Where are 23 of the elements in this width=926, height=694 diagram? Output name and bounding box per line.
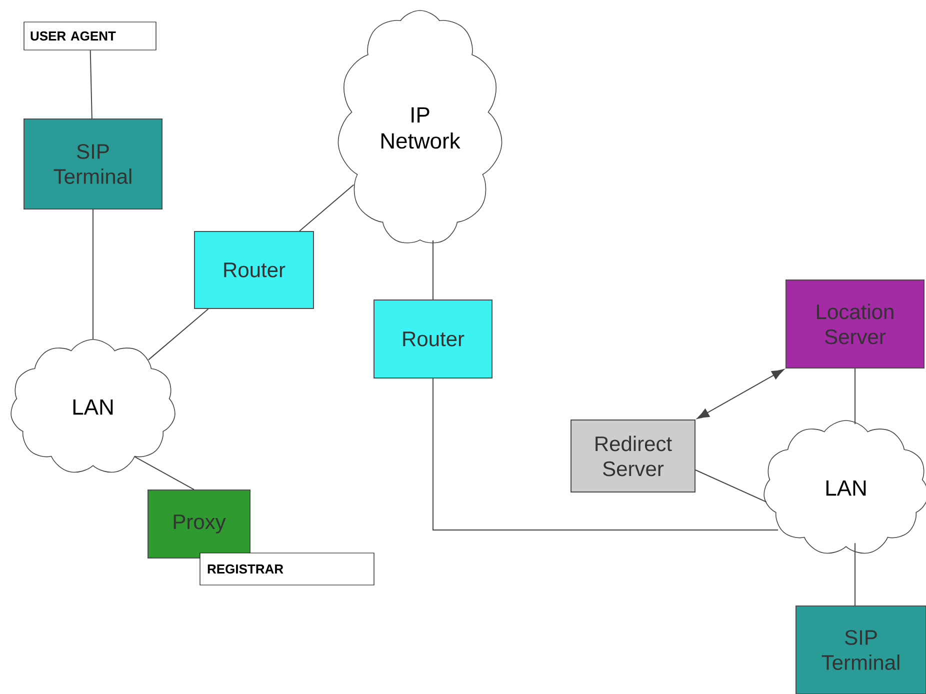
label-box: REGISTRAR — [200, 552, 374, 586]
connector-line — [432, 378, 778, 530]
server-box: Redirect Server — [570, 420, 696, 492]
proxy-box: Proxy — [148, 490, 250, 558]
double-arrow — [696, 369, 784, 419]
connector-line — [299, 184, 354, 232]
router-box: Router — [194, 231, 314, 309]
terminal-box: SIP Terminal — [24, 118, 162, 210]
router-box: Router — [374, 300, 492, 378]
connector-line — [432, 240, 434, 300]
network-cloud: LAN — [764, 420, 926, 554]
server-box: Location Server — [786, 280, 924, 368]
label-box: USER AGENT — [24, 22, 156, 50]
connector-line — [148, 308, 209, 360]
network-cloud: IP Network — [338, 10, 502, 244]
connector-line — [854, 542, 856, 606]
connector-line — [854, 368, 856, 425]
connector-line — [134, 456, 194, 490]
network-cloud: LAN — [10, 339, 176, 473]
connector-line — [90, 50, 92, 119]
terminal-box: SIP Terminal — [796, 606, 926, 694]
connector-line — [695, 470, 767, 502]
connector-line — [92, 209, 94, 340]
